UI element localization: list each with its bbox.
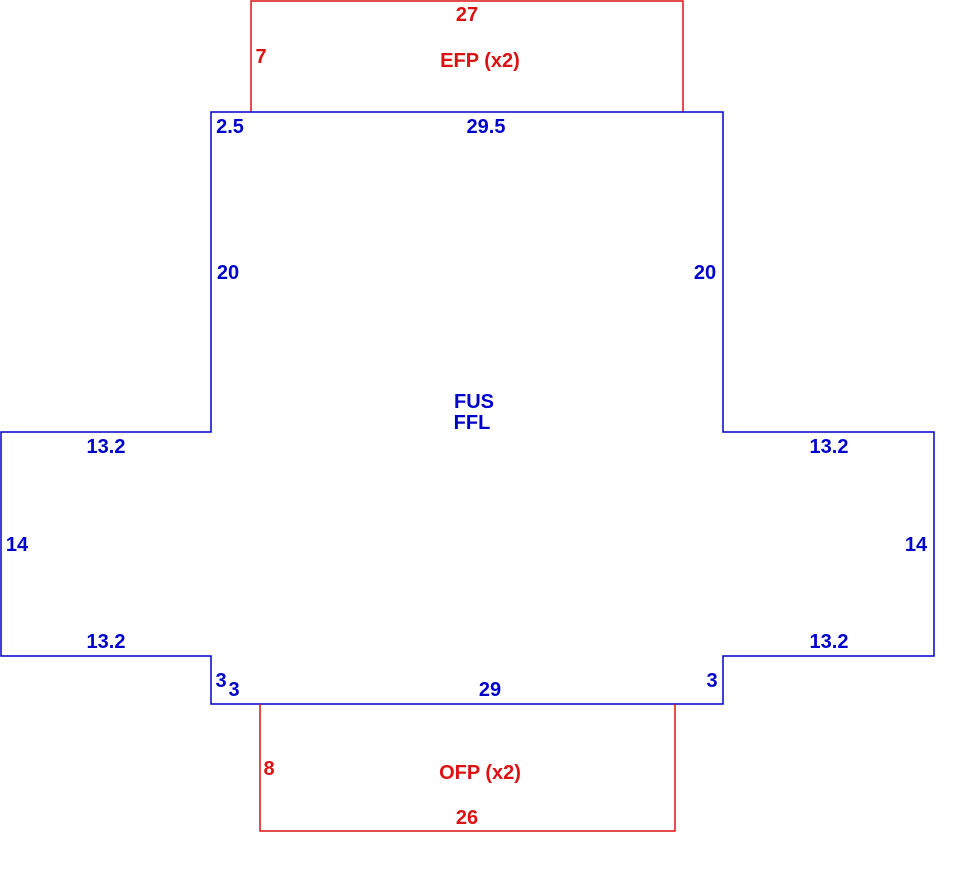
efp-name-label: EFP (x2) bbox=[440, 50, 520, 72]
main-top-dimension: 29.5 bbox=[467, 116, 506, 138]
left-wing-top-dimension: 13.2 bbox=[87, 436, 126, 458]
main-top-left-dimension: 2.5 bbox=[216, 116, 244, 138]
left-notch-side-dimension: 3 bbox=[215, 670, 226, 692]
main-left-upper-dimension: 20 bbox=[217, 262, 239, 284]
ofp-name-label: OFP (x2) bbox=[439, 762, 521, 784]
ofp-outline bbox=[259, 704, 676, 832]
left-wing-side-dimension: 14 bbox=[6, 534, 29, 556]
left-wing-bottom-dimension: 13.2 bbox=[87, 631, 126, 653]
main-bottom-dimension: 29 bbox=[479, 679, 501, 701]
left-notch-bottom-dimension: 3 bbox=[228, 679, 239, 701]
right-notch-side-dimension: 3 bbox=[706, 670, 717, 692]
efp-outline bbox=[250, 0, 684, 112]
main-name-line1: FUS bbox=[454, 391, 494, 413]
ofp-bottom-dimension: 26 bbox=[456, 807, 478, 829]
right-wing-side-dimension: 14 bbox=[905, 534, 928, 556]
main-outline bbox=[0, 111, 935, 705]
main-name-line2: FFL bbox=[454, 412, 491, 434]
ofp-left-dimension: 8 bbox=[263, 758, 274, 780]
right-wing-bottom-dimension: 13.2 bbox=[810, 631, 849, 653]
right-wing-top-dimension: 13.2 bbox=[810, 436, 849, 458]
main-right-upper-dimension: 20 bbox=[694, 262, 716, 284]
efp-left-dimension: 7 bbox=[255, 46, 266, 68]
efp-top-dimension: 27 bbox=[456, 4, 478, 26]
